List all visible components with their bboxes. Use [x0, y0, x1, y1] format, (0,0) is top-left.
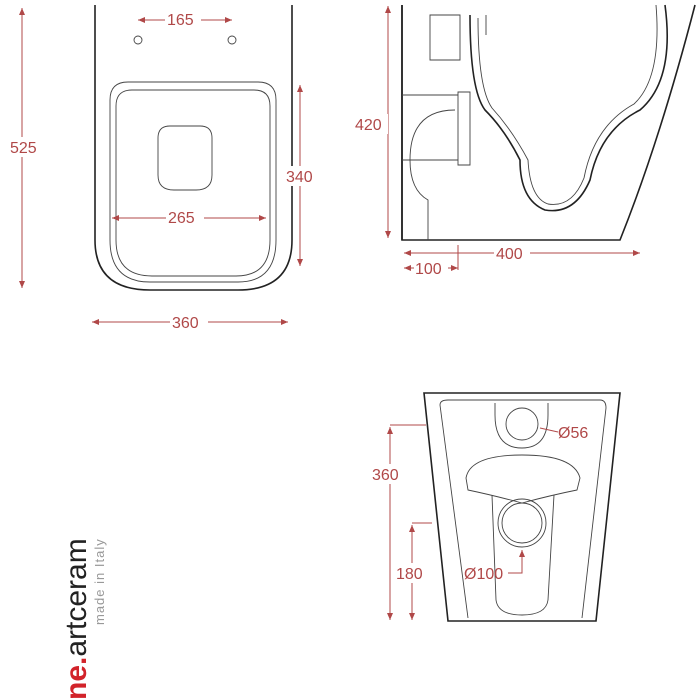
dim-side-outlet: 100: [415, 261, 442, 278]
dim-outlet-height: 180: [396, 566, 423, 583]
dim-front-width: 360: [172, 315, 199, 332]
back-dimensions: 360 180 Ø56 Ø100: [372, 424, 588, 620]
dim-side-height: 420: [355, 117, 382, 134]
brand-tagline: made in Italy: [92, 538, 107, 625]
dim-inlet-diameter: Ø56: [558, 425, 588, 442]
dim-seat-height: 340: [286, 169, 313, 186]
brand-name: ne.artceram: [60, 538, 93, 700]
dim-back-height: 360: [372, 467, 399, 484]
brand-logo: ne.artceram made in Italy: [60, 538, 107, 700]
dim-seat-width: 265: [168, 210, 195, 227]
dim-top-holes: 165: [167, 12, 194, 29]
side-dimensions: 420 400 100: [354, 5, 640, 278]
dim-side-depth: 400: [496, 246, 523, 263]
dim-outlet-diameter: Ø100: [464, 566, 503, 583]
dim-front-height: 525: [10, 140, 37, 157]
side-view: [401, 4, 696, 241]
back-view: [423, 392, 621, 622]
front-dimensions: 525 165 265 340 360: [8, 7, 319, 332]
front-view: [94, 5, 293, 291]
